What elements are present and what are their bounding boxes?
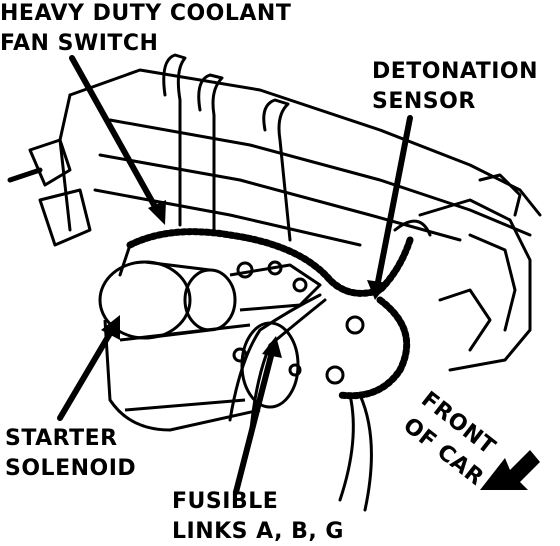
front-of-car-arrow	[480, 450, 540, 490]
fusible-links-leader	[233, 349, 275, 495]
label-detonation-line2: SENSOR	[372, 89, 476, 114]
coolant-switch-leader	[69, 55, 161, 215]
detonation-sensor-leader	[375, 115, 413, 285]
fusible-links-arrowhead	[262, 336, 282, 358]
label-starter-line2: SOLENOID	[5, 456, 136, 481]
coolant-switch-arrowhead	[148, 200, 166, 225]
label-coolant-line2: FAN SWITCH	[0, 31, 158, 56]
leader-lines	[57, 55, 413, 495]
detonation-sensor-arrowhead	[367, 280, 388, 300]
label-fusible-line1: FUSIBLE	[172, 489, 278, 514]
label-coolant-line1: HEAVY DUTY COOLANT	[0, 1, 291, 26]
label-starter-line1: STARTER	[5, 426, 118, 451]
label-fusible-line2: LINKS A, B, G	[172, 519, 344, 544]
starter-solenoid-arrowhead	[101, 315, 120, 340]
label-detonation-line1: DETONATION	[372, 59, 538, 84]
engine-block-drawing	[7, 53, 542, 372]
starter-solenoid-leader	[57, 327, 115, 421]
wire-harness-drawing	[118, 219, 432, 512]
